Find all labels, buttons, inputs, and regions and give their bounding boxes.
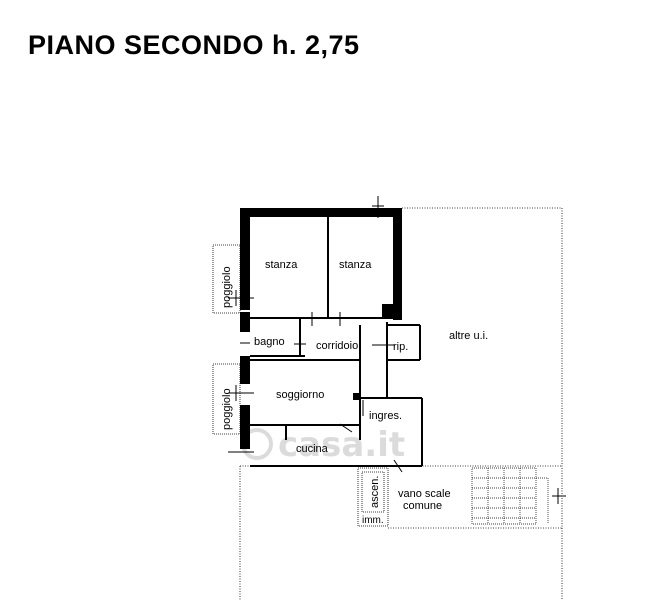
room-label-rip: rip. bbox=[393, 341, 408, 353]
room-label-comune: comune bbox=[403, 500, 442, 512]
watermark-text: casa.it bbox=[278, 425, 405, 465]
room-label-vano-scale: vano scale bbox=[398, 488, 451, 500]
room-label-ingres: ingres. bbox=[369, 410, 402, 422]
opening-marks bbox=[228, 196, 403, 473]
room-label-altre-ui: altre u.i. bbox=[449, 330, 488, 342]
elevator-shaft bbox=[357, 467, 389, 527]
room-label-imm: imm. bbox=[362, 515, 384, 526]
page-title: PIANO SECONDO h. 2,75 bbox=[28, 30, 360, 60]
room-label-cucina: cucina bbox=[296, 443, 329, 455]
room-label-ascen: ascen. bbox=[369, 476, 381, 508]
room-label-corridoio: corridoio bbox=[316, 340, 358, 352]
room-label-bagno: bagno bbox=[254, 336, 285, 348]
pillars bbox=[353, 304, 393, 400]
staircase bbox=[471, 467, 549, 525]
watermark: casa.it bbox=[241, 425, 405, 465]
room-label-soggiorno: soggiorno bbox=[276, 389, 324, 401]
exterior-walls bbox=[240, 208, 402, 449]
room-label-stanza-1: stanza bbox=[265, 259, 298, 271]
room-label-poggiolo-1: poggiolo bbox=[221, 266, 233, 308]
room-label-poggiolo-2: poggiolo bbox=[221, 388, 233, 430]
room-label-stanza-2: stanza bbox=[339, 259, 372, 271]
balconies bbox=[212, 244, 241, 435]
